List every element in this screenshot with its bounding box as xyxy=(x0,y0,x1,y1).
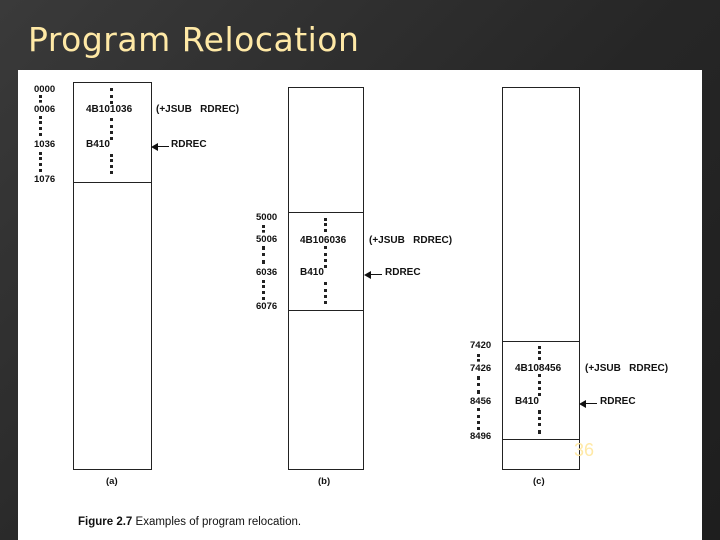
arrow-b xyxy=(364,270,382,279)
page-number: 36 xyxy=(574,440,595,460)
addr-dots-c-1 xyxy=(477,354,480,362)
slide-title: Program Relocation xyxy=(28,20,360,59)
program-end-line-c xyxy=(502,439,580,440)
relocation-figure: 0000 0006 1036 1076 4B101036 (+JSUB RDRE… xyxy=(18,70,702,540)
panel-label-c: (c) xyxy=(533,476,545,487)
instruction-note-b: (+JSUB RDREC) xyxy=(369,235,453,246)
memory-column-c xyxy=(502,87,580,470)
arrow-a xyxy=(151,142,169,151)
addr-dots-b-1 xyxy=(262,225,265,233)
addr-dots-c-3 xyxy=(477,408,480,430)
dotted-line-a-1 xyxy=(110,88,113,104)
address-c-0: 7420 xyxy=(470,340,492,351)
address-b-0: 5000 xyxy=(256,212,278,223)
dotted-line-c-1 xyxy=(538,346,541,360)
arrow-c xyxy=(579,399,597,408)
instruction-code-c: 4B108456 xyxy=(515,363,562,374)
figure-caption: Figure 2.7 Examples of program relocatio… xyxy=(78,516,301,528)
dotted-line-a-2 xyxy=(110,118,113,140)
address-a-1: 0006 xyxy=(34,104,56,115)
address-b-2: 6036 xyxy=(256,267,278,278)
rdrec-label-b: RDREC xyxy=(385,267,421,278)
dotted-line-b-1 xyxy=(324,218,327,232)
panel-label-b: (b) xyxy=(318,476,331,487)
dotted-line-c-3 xyxy=(538,410,541,434)
addr-dots-b-3 xyxy=(262,280,265,300)
dotted-line-c-2 xyxy=(538,374,541,396)
address-c-1: 7426 xyxy=(470,363,492,374)
dotted-line-b-2 xyxy=(324,246,327,268)
panel-label-a: (a) xyxy=(106,476,118,487)
addr-dots-a-1 xyxy=(39,95,42,103)
program-start-line-c xyxy=(502,341,580,342)
program-end-line-b xyxy=(288,310,364,311)
address-a-0: 0000 xyxy=(34,84,56,95)
rdrec-code-a: B410 xyxy=(86,139,110,150)
addr-dots-a-2 xyxy=(39,116,42,136)
address-a-2: 1036 xyxy=(34,139,56,150)
figure-caption-prefix: Figure 2.7 xyxy=(78,516,133,528)
instruction-note-c: (+JSUB RDREC) xyxy=(585,363,669,374)
program-end-line-a xyxy=(73,182,152,183)
address-b-1: 5006 xyxy=(256,234,278,245)
rdrec-label-a: RDREC xyxy=(171,139,207,150)
address-b-3: 6076 xyxy=(256,301,278,312)
instruction-code-b: 4B106036 xyxy=(300,235,347,246)
rdrec-code-b: B410 xyxy=(300,267,324,278)
instruction-note-a: (+JSUB RDREC) xyxy=(156,104,240,115)
dotted-line-a-3 xyxy=(110,154,113,174)
address-c-2: 8456 xyxy=(470,396,492,407)
rdrec-label-c: RDREC xyxy=(600,396,636,407)
addr-dots-a-3 xyxy=(39,152,42,172)
addr-dots-c-2 xyxy=(477,376,480,394)
program-start-line-b xyxy=(288,212,364,213)
figure-caption-text: Examples of program relocation. xyxy=(135,516,302,528)
address-c-3: 8496 xyxy=(470,431,492,442)
memory-column-b xyxy=(288,87,364,470)
memory-column-a xyxy=(73,82,152,470)
dotted-line-b-3 xyxy=(324,282,327,304)
rdrec-code-c: B410 xyxy=(515,396,539,407)
addr-dots-b-2 xyxy=(262,246,265,264)
instruction-code-a: 4B101036 xyxy=(86,104,133,115)
address-a-3: 1076 xyxy=(34,174,56,185)
